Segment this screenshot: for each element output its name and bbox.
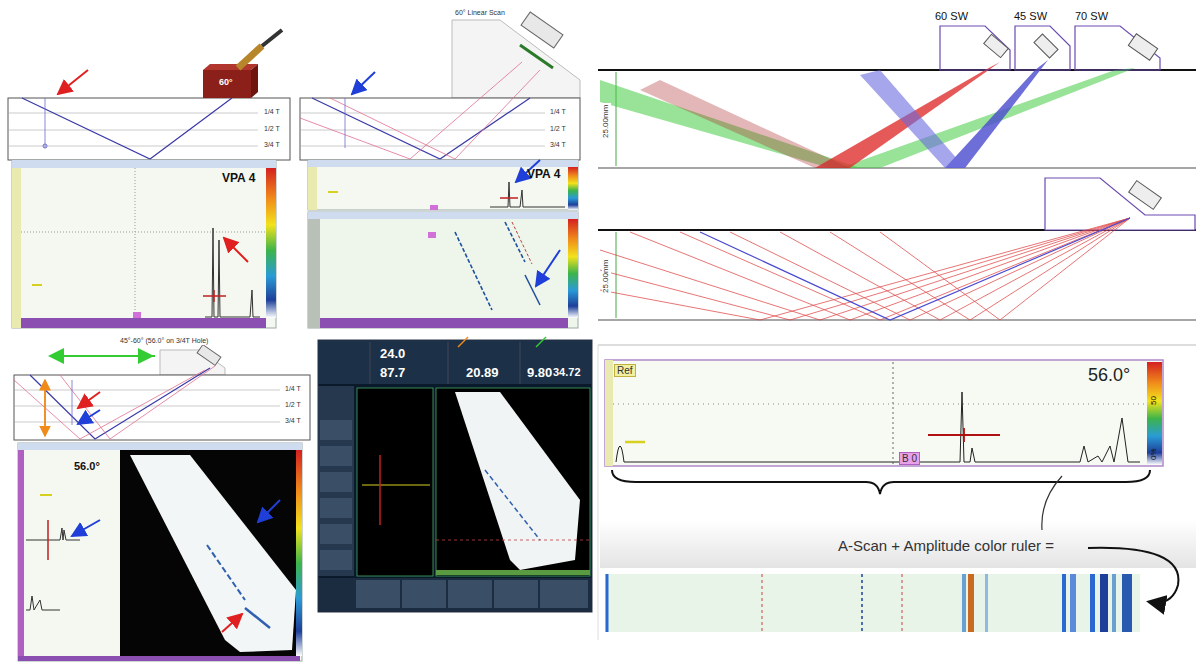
label-text: 3/4 T bbox=[548, 141, 568, 149]
label-text: 34.72 bbox=[553, 366, 581, 378]
label-text: 87.7 bbox=[380, 366, 405, 380]
label-text: 20.89 bbox=[466, 366, 499, 380]
label-text: 45°-60° (56.0° on 3/4T Hole) bbox=[118, 337, 210, 345]
label-text: 25.00mm bbox=[602, 258, 611, 295]
label-text: 56.0° bbox=[1088, 366, 1130, 386]
label-text: Ref bbox=[614, 364, 636, 377]
label-text: 3/4 T bbox=[262, 141, 282, 149]
label-text: 1/2 T bbox=[548, 125, 568, 133]
label-text: 1/4 T bbox=[548, 108, 568, 116]
label-text: VPA 4 bbox=[527, 168, 560, 181]
label-text: 1/4 T bbox=[283, 385, 303, 393]
label-text: 60° Linear Scan bbox=[455, 9, 505, 17]
label-text: B 0 bbox=[899, 452, 920, 465]
label-text: 1/2 T bbox=[283, 401, 303, 409]
label-text: 1/4 T bbox=[262, 108, 282, 116]
label-text: 0% bbox=[1150, 448, 1159, 460]
label-text: 60° bbox=[219, 78, 233, 88]
label-text: A-Scan + Amplitude color ruler = bbox=[838, 538, 1054, 555]
label-text: 24.0 bbox=[380, 347, 405, 361]
label-text: 56.0° bbox=[74, 460, 100, 472]
label-text: 9.80 bbox=[527, 366, 552, 380]
label-text: 25.00mm bbox=[602, 103, 611, 140]
label-text: 50 bbox=[1150, 396, 1159, 405]
label-text: 60 SW bbox=[935, 10, 968, 22]
label-text: 70 SW bbox=[1075, 10, 1108, 22]
label-text: 3/4 T bbox=[283, 417, 303, 425]
label-text: 45 SW bbox=[1014, 10, 1047, 22]
label-text: VPA 4 bbox=[222, 172, 255, 185]
label-text: 1/2 T bbox=[262, 125, 282, 133]
